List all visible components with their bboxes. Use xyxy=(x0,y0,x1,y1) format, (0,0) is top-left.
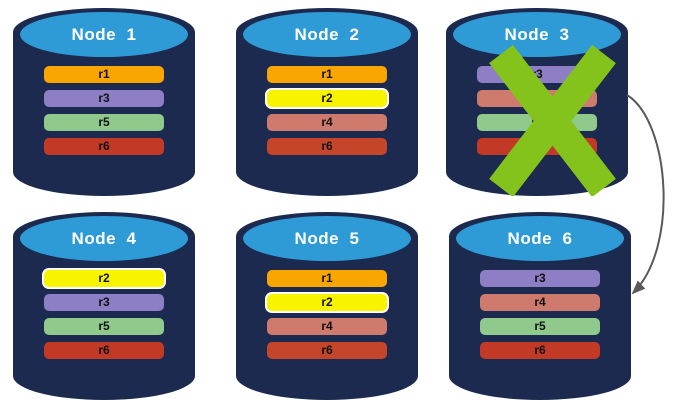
replica-bar: r1 xyxy=(44,66,164,83)
replica-bar: r4 xyxy=(480,294,600,311)
node-title: Node 3 xyxy=(504,25,570,44)
cylinder-top xyxy=(243,12,411,57)
replica-list: r2 r3 r5 r6 xyxy=(44,270,164,359)
replica-list: r3 r4 r5 r6 xyxy=(480,270,600,359)
replica-bar: r3 xyxy=(480,270,600,287)
replica-list: r1 r2 r4 r6 xyxy=(267,66,387,155)
replica-bar: r3 xyxy=(44,294,164,311)
replica-bar: r6 xyxy=(267,342,387,359)
replica-list: r3 r4 r5 r6 xyxy=(477,66,597,155)
replica-bar: r5 xyxy=(44,318,164,335)
replica-bar: r1 xyxy=(267,270,387,287)
replica-bar: r4 xyxy=(267,114,387,131)
replica-bar: r4 xyxy=(477,90,597,107)
replica-bar: r3 xyxy=(44,90,164,107)
cylinder-top xyxy=(243,216,411,261)
replica-bar: r2 xyxy=(267,294,387,311)
replica-bar: r6 xyxy=(44,342,164,359)
replica-list: r1 r3 r5 r6 xyxy=(44,66,164,155)
node-6: Node 6 r3 r4 r5 r6 xyxy=(449,212,631,400)
replica-bar: r6 xyxy=(477,138,597,155)
node-title: Node 2 xyxy=(294,25,360,44)
node-title: Node 5 xyxy=(294,229,360,248)
replica-bar: r6 xyxy=(267,138,387,155)
cylinder-top xyxy=(20,12,188,57)
replica-bar: r2 xyxy=(44,270,164,287)
cylinder-top xyxy=(20,216,188,261)
node-5: Node 5 r1 r2 r4 r6 xyxy=(236,212,418,400)
replica-bar: r3 xyxy=(477,66,597,83)
node-1: Node 1 r1 r3 r5 r6 xyxy=(13,8,195,196)
replica-bar: r5 xyxy=(477,114,597,131)
cylinder-top xyxy=(456,216,624,261)
node-3: Node 3 r3 r4 r5 r6 xyxy=(446,8,628,196)
replica-list: r1 r2 r4 r6 xyxy=(267,270,387,359)
replica-bar: r5 xyxy=(480,318,600,335)
node-title: Node 1 xyxy=(71,25,137,44)
node-2: Node 2 r1 r2 r4 r6 xyxy=(236,8,418,196)
node-title: Node 6 xyxy=(507,229,573,248)
node-4: Node 4 r2 r3 r5 r6 xyxy=(13,212,195,400)
replica-bar: r5 xyxy=(44,114,164,131)
replica-bar: r1 xyxy=(267,66,387,83)
replica-bar: r2 xyxy=(267,90,387,107)
node-title: Node 4 xyxy=(71,229,137,248)
replica-bar: r4 xyxy=(267,318,387,335)
replica-bar: r6 xyxy=(480,342,600,359)
replica-bar: r6 xyxy=(44,138,164,155)
